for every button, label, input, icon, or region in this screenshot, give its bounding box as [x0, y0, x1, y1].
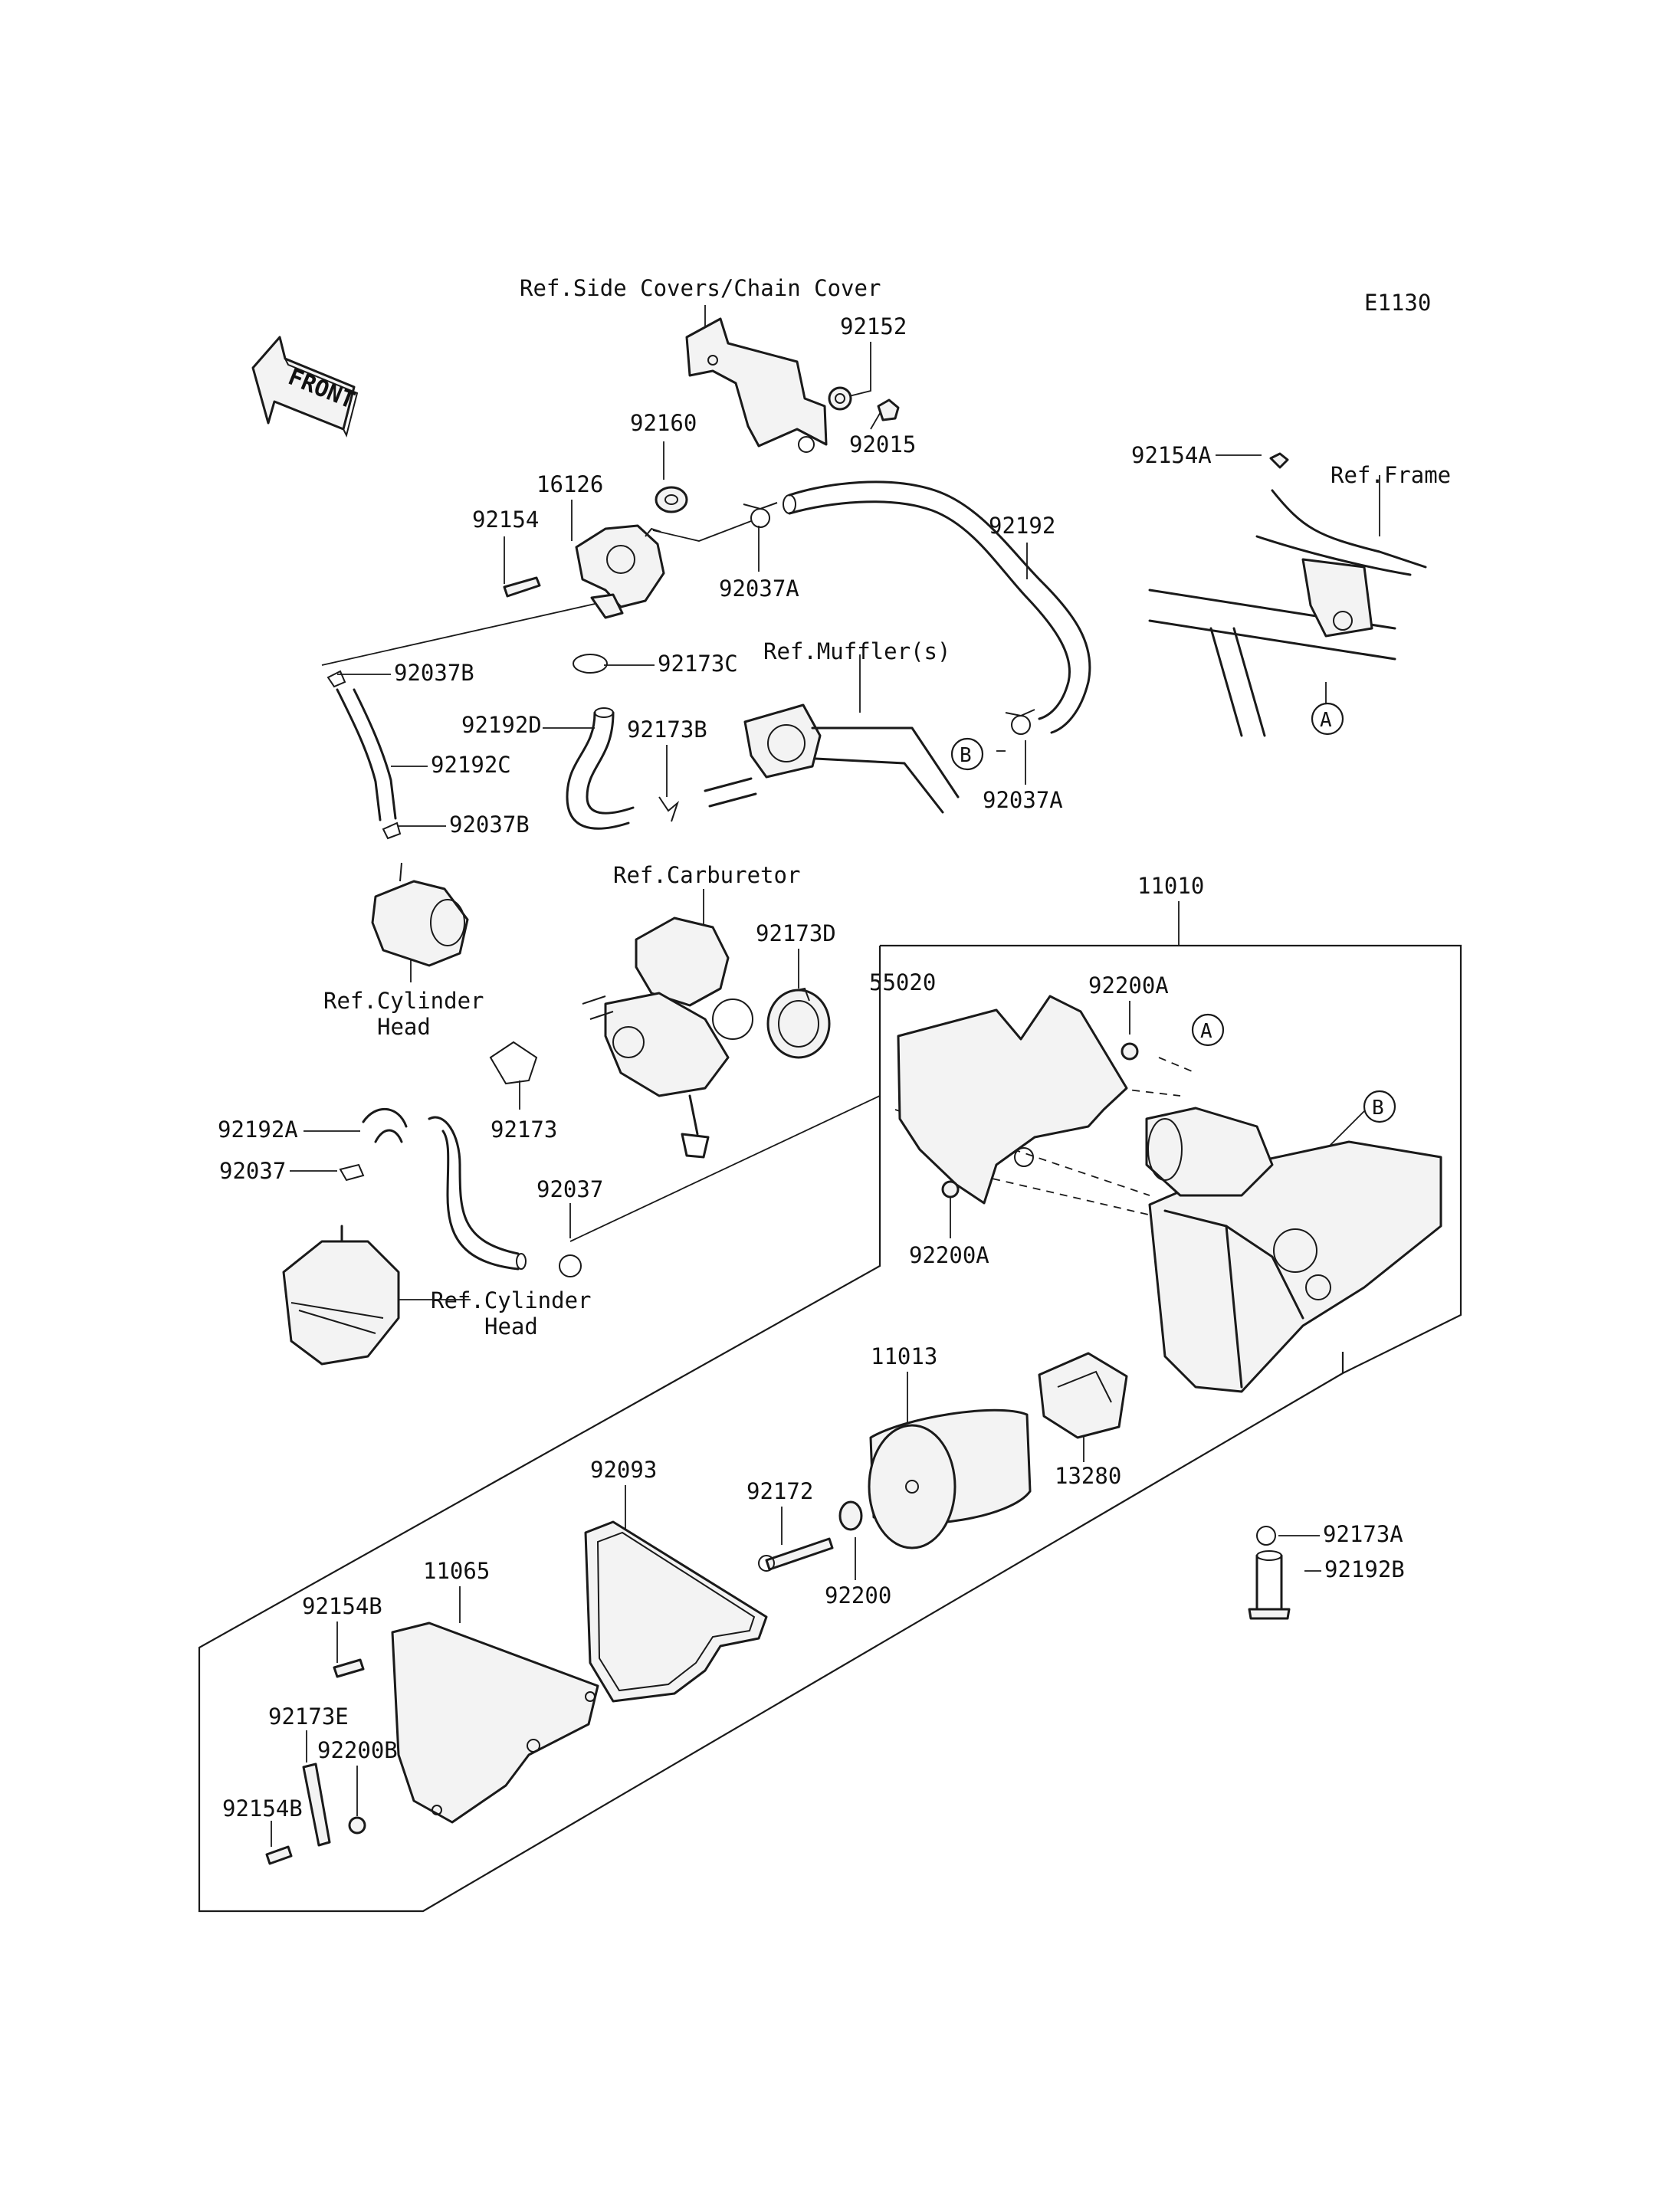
- part-label-92154a: 92154A: [1131, 442, 1212, 468]
- ref-frame-label: Ref.Frame: [1331, 462, 1451, 488]
- part-92192-hose: [783, 480, 1091, 734]
- marker-b-muffler: B: [950, 737, 984, 771]
- ref-cylinder-head-bottom-line2: Head: [484, 1313, 538, 1340]
- part-label-92015: 92015: [849, 431, 916, 457]
- part-label-92173c: 92173C: [658, 651, 738, 677]
- part-label-92192c: 92192C: [431, 752, 511, 778]
- ref-side-covers-label: Ref.Side Covers/Chain Cover: [520, 275, 881, 301]
- marker-b-muffler-label: B: [960, 744, 972, 767]
- part-ref-cylinder-head-upper: [371, 862, 469, 967]
- part-label-92154b-lower: 92154B: [222, 1795, 303, 1822]
- part-label-92173e: 92173E: [268, 1703, 349, 1730]
- part-label-13280: 13280: [1055, 1463, 1121, 1489]
- part-92037b-clip-lower: [382, 821, 402, 840]
- part-92192d-hose: [566, 707, 635, 830]
- part-92173d-clamp: [766, 987, 831, 1059]
- part-92200b-washer: [348, 1816, 366, 1835]
- part-92093-gasket: [584, 1520, 768, 1703]
- part-55020-plate: [897, 995, 1128, 1205]
- diagram-code: E1130: [1364, 290, 1431, 316]
- part-label-92154b-upper: 92154B: [302, 1593, 382, 1619]
- part-92154b-bolt-lower: [265, 1845, 293, 1865]
- part-label-92173a: 92173A: [1323, 1521, 1403, 1547]
- part-92192a-hose: [362, 1108, 527, 1271]
- marker-a-box-label: A: [1200, 1020, 1212, 1043]
- part-label-92154: 92154: [472, 507, 539, 533]
- part-label-92173b: 92173B: [627, 716, 707, 743]
- part-label-92037a-upper: 92037A: [719, 575, 799, 602]
- part-92173b-clamp: [658, 796, 680, 822]
- part-92037b-clip-upper: [326, 670, 346, 688]
- part-92015-nut: [877, 398, 900, 421]
- marker-a-frame: A: [1311, 702, 1344, 736]
- part-label-92037a-lower: 92037A: [983, 787, 1063, 813]
- part-92200a-upper: [1121, 1042, 1139, 1061]
- marker-a-box: A: [1191, 1013, 1225, 1047]
- part-label-92037-left: 92037: [219, 1158, 286, 1184]
- part-92173e-strap: [302, 1763, 331, 1847]
- part-92172-bolt: [765, 1537, 834, 1571]
- part-92037a-clip-upper: [743, 502, 778, 528]
- ref-cylinder-head-top-line1: Ref.Cylinder: [323, 988, 484, 1014]
- part-label-92173: 92173: [491, 1117, 557, 1143]
- part-label-92172: 92172: [746, 1478, 813, 1504]
- part-label-11010: 11010: [1137, 873, 1204, 899]
- part-ref-cylinder-head-lower: [282, 1225, 400, 1366]
- part-11013-filter-element: [868, 1408, 1032, 1549]
- part-92192c-hose: [336, 688, 397, 821]
- part-92154b-bolt-upper: [333, 1658, 365, 1678]
- part-11065-cover: [391, 1622, 599, 1824]
- marker-a-frame-label: A: [1320, 709, 1332, 732]
- part-92037a-clip-lower: [1005, 709, 1035, 735]
- ref-carburetor-label: Ref.Carburetor: [613, 862, 800, 888]
- part-label-92192b: 92192B: [1324, 1556, 1405, 1582]
- marker-b-box: B: [1363, 1090, 1396, 1123]
- ref-cylinder-head-bottom-line1: Ref.Cylinder: [431, 1287, 592, 1313]
- part-16126-air-switching-valve: [575, 524, 665, 619]
- ref-mufflers-label: Ref.Muffler(s): [763, 638, 950, 664]
- part-92173a-clamp: [1256, 1526, 1276, 1546]
- part-13280-element-holder: [1038, 1352, 1128, 1439]
- part-ref-frame: [1148, 452, 1427, 737]
- part-92200-washer: [838, 1500, 863, 1531]
- part-label-92200a-lower: 92200A: [909, 1242, 989, 1268]
- part-ref-carburetor: [582, 917, 753, 1159]
- part-label-92152: 92152: [840, 313, 907, 339]
- part-label-92200: 92200: [825, 1582, 891, 1608]
- part-92037-clip-left: [339, 1163, 365, 1182]
- part-label-92192d: 92192D: [461, 712, 542, 738]
- part-label-92192a: 92192A: [218, 1117, 298, 1143]
- part-11010-air-cleaner-housing: [1145, 1107, 1442, 1393]
- part-label-92160: 92160: [630, 410, 697, 436]
- part-92192b-drain-hose: [1248, 1550, 1291, 1620]
- part-label-16126: 16126: [536, 471, 603, 497]
- part-92152-washer: [828, 386, 852, 411]
- leader-lines: [271, 305, 1380, 1847]
- part-label-92037-center: 92037: [536, 1176, 603, 1202]
- part-92037-clip-center: [559, 1254, 582, 1277]
- assembly-box-11010: [198, 944, 1462, 1913]
- part-label-92037b-upper: 92037B: [394, 660, 474, 686]
- part-92173-clip: [489, 1041, 538, 1085]
- ref-cylinder-head-top-line2: Head: [377, 1014, 431, 1040]
- front-arrow-icon: FRONT: [251, 336, 359, 438]
- part-label-92037b-lower: 92037B: [449, 812, 530, 838]
- marker-b-box-label: B: [1372, 1097, 1384, 1120]
- part-label-92093: 92093: [590, 1457, 657, 1483]
- part-92200a-lower: [941, 1180, 960, 1199]
- part-label-92200b: 92200B: [317, 1737, 398, 1763]
- part-label-92173d: 92173D: [756, 920, 836, 946]
- dashed-ref-lines: [894, 1057, 1196, 1219]
- part-label-11065: 11065: [423, 1558, 490, 1584]
- part-label-11013: 11013: [871, 1343, 937, 1369]
- part-ref-muffler: [704, 703, 960, 814]
- part-label-92200a-upper: 92200A: [1088, 972, 1169, 998]
- part-92160-damper: [655, 486, 688, 513]
- part-92154-bolt: [503, 576, 541, 598]
- part-side-cover-bracket: [685, 317, 828, 453]
- part-92173c-clamp: [573, 654, 608, 674]
- part-label-92192: 92192: [989, 513, 1055, 539]
